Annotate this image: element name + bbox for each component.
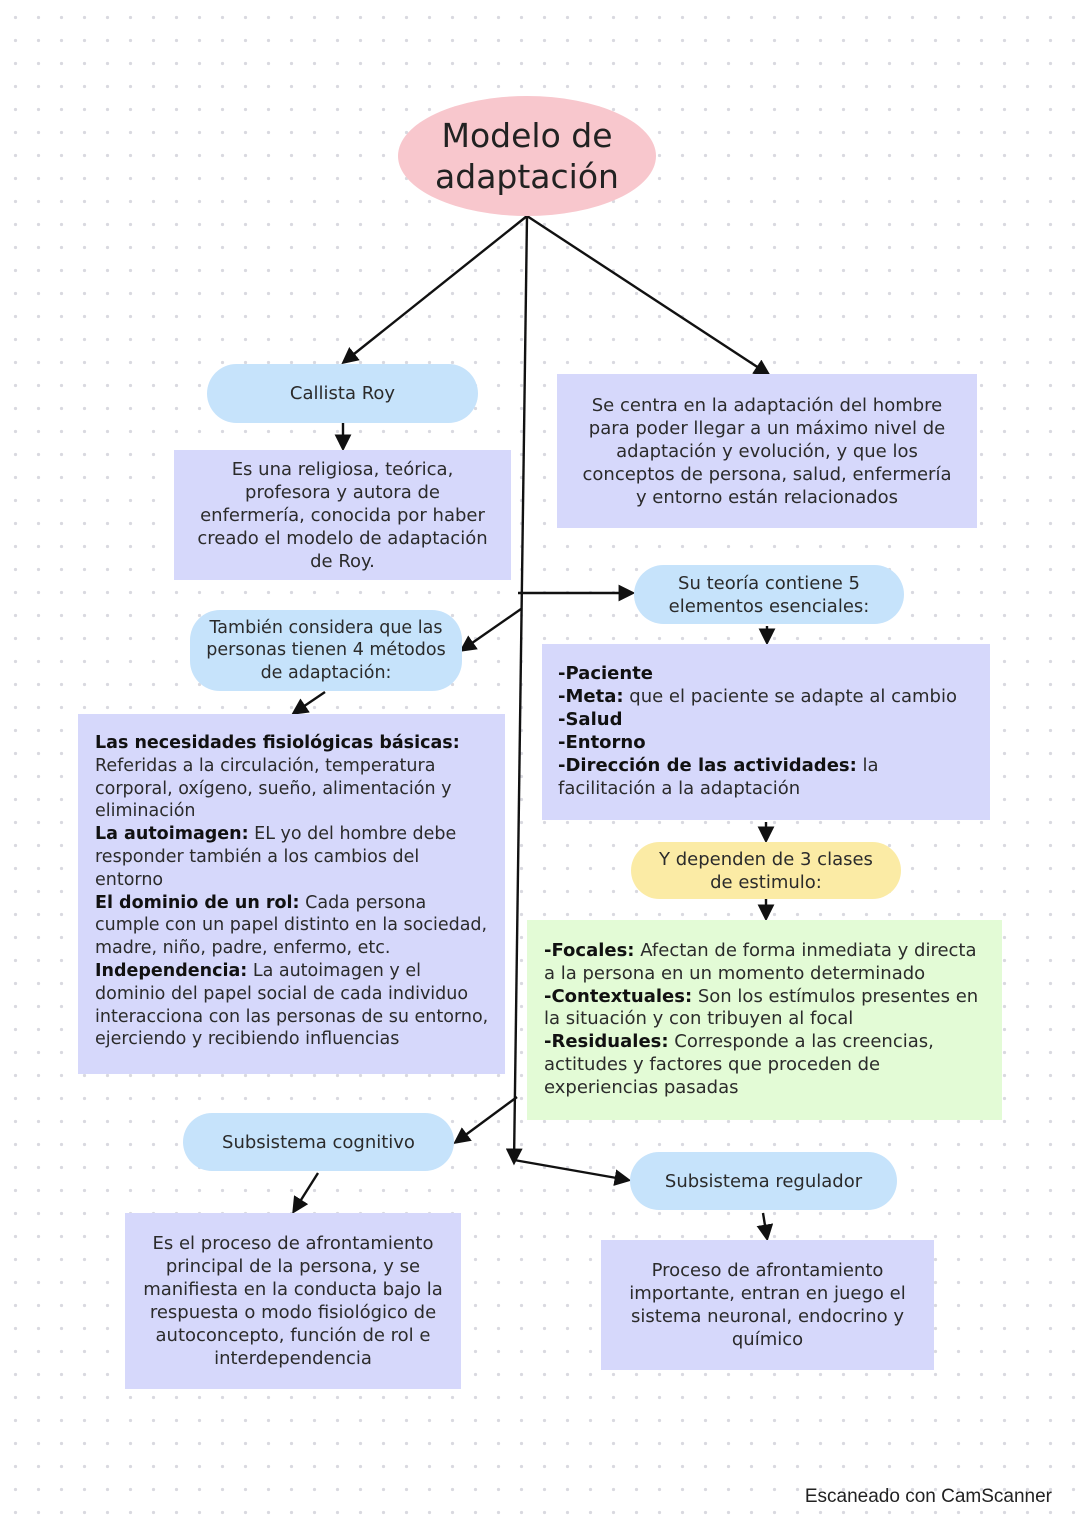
node-callista-roy-label: Callista Roy [289,383,396,404]
elements-list: -Paciente -Meta: que el paciente se adap… [542,644,990,820]
node-roy-description-text: Es una religiosa, teórica, profesora y a… [197,458,488,572]
arrow-title-to-focus [526,214,771,376]
element-item: -Meta: que el paciente se adapte al camb… [558,686,957,707]
trunk-line [505,215,529,1166]
method-item: El dominio de un rol: Cada persona cumpl… [95,892,488,959]
node-stimuli-classes: Y dependen de 3 clases de estimulo: [631,842,901,899]
node-theory-elements-label: Su teoría contiene 5 elementos esenciale… [668,572,870,617]
node-focus-description-text: Se centra en la adaptación del hombre pa… [582,394,952,508]
arrow-trunk-to-cognitive [453,1096,518,1144]
stimuli-list: -Focales: Afectan de forma inmediata y d… [527,920,1002,1120]
node-focus-description: Se centra en la adaptación del hombre pa… [557,374,977,528]
node-cognitive-description-text: Es el proceso de afrontamiento principal… [143,1233,443,1369]
stimulus-item: -Residuales: Corresponde a las creencias… [544,1031,934,1098]
element-item: -Paciente [558,663,654,684]
node-adaptation-methods-label: También considera que las personas tiene… [206,617,446,683]
diagram-title: Modelo de adaptación [398,96,656,216]
method-item: Las necesidades fisiológicas básicas: Re… [95,733,460,822]
arrow-trunk-to-methods [459,608,522,652]
node-adaptation-methods: También considera que las personas tiene… [190,610,462,691]
arrow-regulator-to-desc [756,1212,774,1242]
method-item: Independencia: La autoimagen y el domini… [95,960,489,1050]
node-cognitive-description: Es el proceso de afrontamiento principal… [125,1213,461,1389]
node-cognitive-subsystem: Subsistema cognitivo [183,1113,454,1171]
node-regulator-description: Proceso de afrontamiento importante, ent… [601,1240,934,1370]
element-item: -Dirección de las actividades: la facili… [558,755,879,799]
node-cognitive-subsystem-label: Subsistema cognitivo [222,1131,415,1153]
stimulus-item: -Contextuales: Son los estímulos present… [544,985,979,1030]
title-text: Modelo de adaptación [435,116,619,196]
element-item: -Entorno [558,732,646,753]
arrow-trunk-to-regulator [513,1158,632,1186]
node-regulator-subsystem: Subsistema regulador [630,1152,897,1210]
node-callista-roy: Callista Roy [207,364,478,423]
scanner-watermark: Escaneado con CamScanner [804,1486,1052,1507]
node-theory-elements: Su teoría contiene 5 elementos esenciale… [634,565,904,624]
methods-list: Las necesidades fisiológicas básicas: Re… [78,714,505,1074]
arrow-methods-to-list [291,691,326,715]
node-regulator-subsystem-label: Subsistema regulador [664,1170,863,1192]
node-stimuli-classes-label: Y dependen de 3 clases de estimulo: [659,848,873,893]
node-roy-description: Es una religiosa, teórica, profesora y a… [174,450,511,580]
node-regulator-description-text: Proceso de afrontamiento importante, ent… [629,1260,906,1350]
method-item: La autoimagen: EL yo del hombre debe res… [95,824,457,890]
element-item: -Salud [558,709,623,730]
arrow-cognitive-to-desc [292,1172,320,1214]
stimulus-item: -Focales: Afectan de forma inmediata y d… [544,940,977,984]
arrow-title-to-roy [341,215,528,365]
